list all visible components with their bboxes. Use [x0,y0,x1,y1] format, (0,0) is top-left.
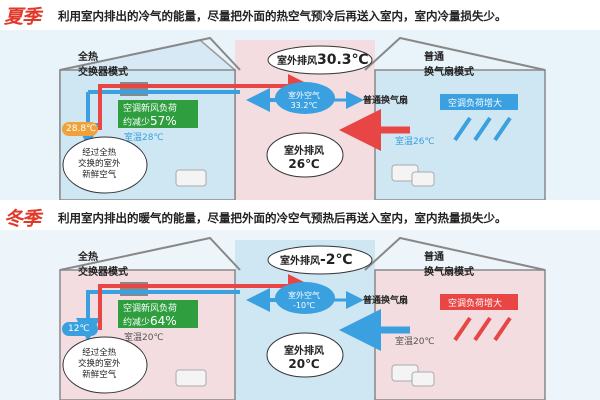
sofa-icon [175,169,207,187]
full-exchanger-label: 全热交换器模式 [78,52,128,78]
load-arrows-winter [453,316,512,342]
winter-diagram [0,230,600,400]
outdoor-air-bubble [275,82,335,114]
ventilation-fan-label: 普通换气扇模式 [424,252,474,278]
exhaust-bubble-bottom [266,132,344,178]
ventilation-fan-label: 普通换气扇模式 [424,52,474,78]
room-temp-left-winter: 室温20℃ [124,333,164,343]
supply-temp-label: 12℃ [68,324,90,334]
load-box-winter [440,294,518,310]
winter-title: 冬季 [4,208,41,230]
outdoor-air-label: 室外空气-10℃ [288,291,320,310]
reduce-box-winter [118,300,198,328]
room-temp-left-summer: 室温28℃ [124,133,164,143]
sofa-icon [175,369,207,387]
summer-diagram [0,30,600,200]
exchanged-label-winter: 经过全热交换的室外新鲜空气 [78,348,121,380]
winter-description: 利用室内排出的暖气的能量，尽量把外面的冷空气预热后再送入室内，室内热量损失少。 [58,211,507,225]
full-exchanger-label: 全热交换器模式 [78,252,128,278]
exhaust-bubble-top [267,245,373,275]
load-box-summer [440,94,518,110]
normal-fan-label: 普通换气扇 [363,296,409,306]
supply-temp-badge [62,322,98,336]
reduce-label-winter: 空调新风负荷 约减少64% [123,304,178,328]
exchanged-bubble [62,136,148,194]
reduce-box-summer [118,100,198,128]
supply-temp-label: 28.8℃ [66,124,97,134]
exchanged-label-summer: 经过全热交换的室外新鲜空气 [78,148,121,180]
outdoor-air-bubble [275,282,335,314]
room-temp-right-winter: 室温20℃ [395,337,435,347]
load-arrows-summer [453,116,512,142]
exchanged-bubble [62,336,148,394]
exhaust-top-label: 室外排风30.3℃ [277,52,369,68]
summer-title: 夏季 [4,6,41,28]
exhaust-bubble-top [267,45,373,75]
exhaust-bubble-bottom [266,332,344,378]
summer-description: 利用室内排出的冷气的能量，尽量把外面的热空气预冷后再送入室内，室内冷量损失少。 [58,9,507,23]
room-temp-right-summer: 室温26℃ [395,137,435,147]
exhaust-top-label: 室外排风-2℃ [280,252,353,268]
supply-temp-badge [62,122,98,136]
reduce-label-summer: 空调新风负荷 约减少57% [123,104,178,128]
load-increase-winter: 空调负荷增大 [448,299,503,309]
normal-fan-label: 普通换气扇 [363,96,409,106]
load-increase-summer: 空调负荷增大 [448,99,503,109]
